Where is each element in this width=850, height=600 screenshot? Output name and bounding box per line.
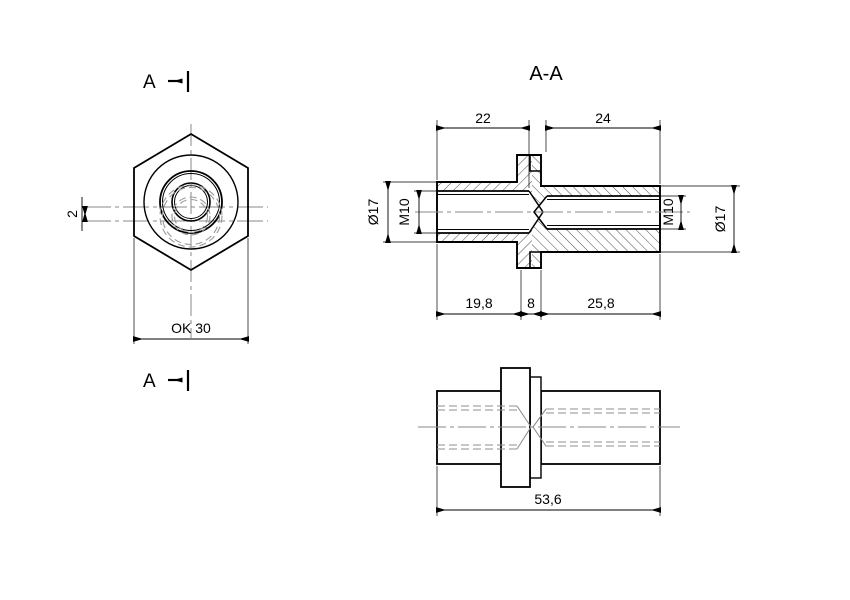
dimension-ok30-label: OK 30 (171, 320, 211, 336)
dimension-25-8-label: 25,8 (587, 295, 614, 311)
dimension-m10-right-label: M10 (660, 198, 676, 225)
dimension-25-8: 25,8 (540, 254, 661, 320)
dimension-8: 8 (520, 270, 542, 320)
dimension-19-8: 19,8 (436, 244, 522, 320)
right-bore-void (547, 196, 660, 229)
dimension-dia17-left-label: Ø17 (365, 199, 381, 226)
dimension-dia17-right-label: Ø17 (712, 206, 728, 233)
dimension-dia17-right: Ø17 (660, 185, 740, 253)
dimension-24: 24 (545, 110, 661, 184)
dimension-8-label: 8 (527, 295, 535, 311)
flange-step-notches (529, 155, 541, 268)
dimension-53-6-label: 53,6 (534, 491, 561, 507)
hidden-thread-circles (159, 184, 223, 248)
bore-circle-outer (171, 182, 211, 222)
dimension-ok30: OK 30 (133, 238, 249, 344)
thread-circle-inner (162, 173, 220, 231)
dimension-22-label: 22 (475, 110, 491, 126)
section-view: A-A (365, 63, 740, 320)
dimension-2-label: 2 (64, 210, 80, 218)
dimension-dia17-left: Ø17 (365, 181, 437, 243)
dimension-m10-left-label: M10 (396, 198, 412, 225)
boss-circle-outer (143, 154, 239, 250)
elev-hidden-bores (437, 405, 660, 450)
dimension-2: 2 (64, 197, 88, 231)
hexagon-outline (133, 132, 249, 272)
section-marker-bottom: A (143, 370, 190, 392)
dimension-19-8-label: 19,8 (465, 295, 492, 311)
dimension-m10-right: M10 (660, 195, 686, 230)
section-title: A-A (529, 63, 563, 85)
dimension-m10-left: M10 (396, 190, 437, 234)
section-marker-bottom-label: A (143, 371, 156, 392)
front-hexagon-view: A A (64, 71, 268, 392)
dimension-53-6: 53,6 (436, 466, 661, 516)
dimension-24-label: 24 (595, 110, 611, 126)
side-elevation-view: 53,6 (418, 367, 680, 516)
section-marker-top-label: A (143, 72, 156, 93)
dimension-22: 22 (436, 110, 530, 188)
section-marker-top: A (143, 71, 190, 93)
